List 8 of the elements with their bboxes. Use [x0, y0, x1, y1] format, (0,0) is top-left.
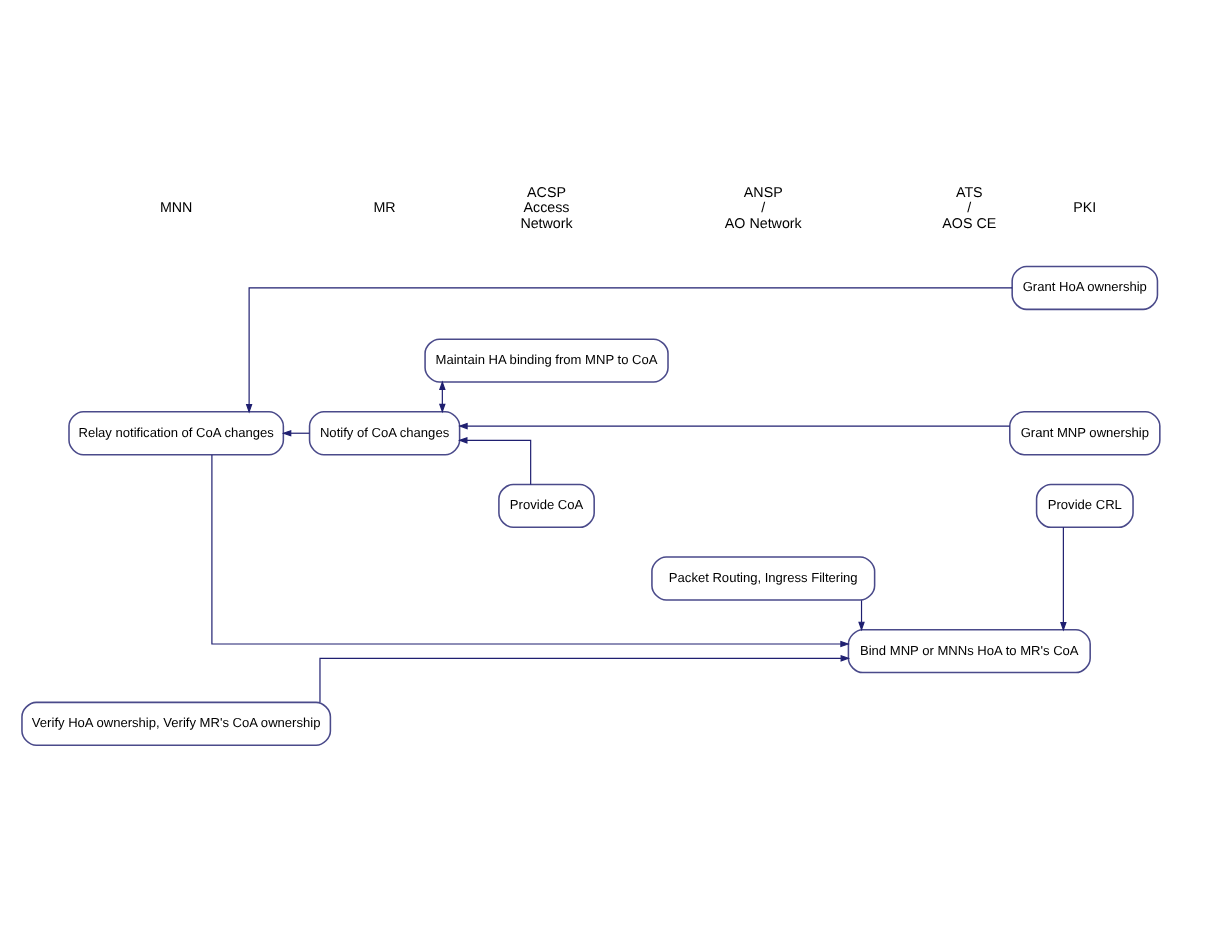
- arrow: [858, 599, 865, 632]
- arrow: [457, 437, 532, 485]
- arrow: [1060, 526, 1067, 632]
- arrow: [211, 454, 850, 648]
- arrow: [319, 654, 851, 703]
- arrow: [458, 422, 1011, 430]
- arrow: [245, 287, 1013, 414]
- arrow: [281, 429, 310, 437]
